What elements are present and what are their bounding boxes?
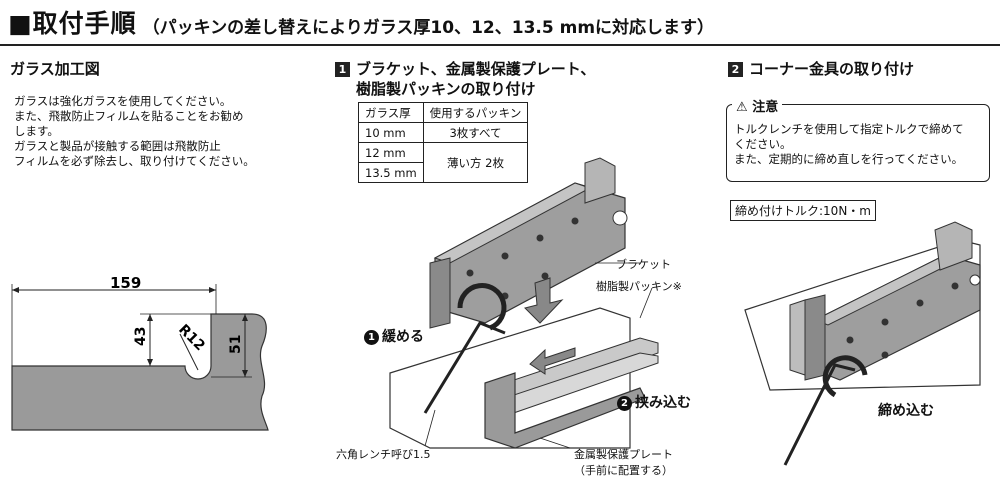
glass-processing-diagram: 159 43 R12 51 xyxy=(11,274,269,431)
packing-table: ガラス厚 使用するパッキン 10 mm 3枚すべて 12 mm 薄い方 2枚 1… xyxy=(358,102,529,183)
table-cell: 薄い方 2枚 xyxy=(422,142,529,183)
height1-dimension-label: 43 xyxy=(133,327,149,346)
loosen-step-number: 1 xyxy=(364,330,379,345)
step1-number: 1 xyxy=(335,62,350,77)
hex-wrench xyxy=(423,321,506,414)
insert-arrow xyxy=(529,347,576,375)
height2-dimension-label: 51 xyxy=(228,335,244,354)
insert-step-number: 2 xyxy=(617,396,632,411)
down-arrow xyxy=(524,277,564,324)
glass-shape xyxy=(11,313,269,431)
caution-heading: ⚠ 注意 xyxy=(732,96,783,115)
table-row: 12 mm 薄い方 2枚 xyxy=(358,142,529,183)
corner-heading-text: コーナー金具の取り付け xyxy=(749,60,915,78)
table-header-row: ガラス厚 使用するパッキン xyxy=(358,102,529,123)
packing-label: 樹脂製パッキン※ xyxy=(596,280,682,293)
table-cell: 12 mm xyxy=(358,142,424,163)
bracket-assembly-illustration xyxy=(389,157,659,449)
step2-number: 2 xyxy=(728,62,743,77)
bracket-bolts xyxy=(466,217,579,300)
bracket-section-heading: 1 ブラケット、金属製保護プレート、 xyxy=(335,58,595,79)
table-cell: 13.5 mm xyxy=(358,162,424,183)
hex-wrench xyxy=(783,363,856,466)
warning-icon: ⚠ xyxy=(736,100,748,115)
bracket-bolts xyxy=(846,282,959,359)
insert-step-label: 挟み込む xyxy=(635,395,691,411)
caution-text: トルクレンチを使用して指定トルクで締めて ください。 また、定期的に締め直しを行… xyxy=(734,122,964,166)
caution-title: 注意 xyxy=(752,100,779,115)
title-main: ■取付手順 xyxy=(8,9,137,38)
title-subtitle: （パッキンの差し替えによりガラス厚10、12、13.5 mmに対応します） xyxy=(142,18,715,38)
loosen-arrow xyxy=(457,283,507,331)
plate-note: （手前に配置する） xyxy=(574,464,673,477)
table-cell: 10 mm xyxy=(358,122,424,143)
tighten-step-label: 締め込む xyxy=(878,403,934,419)
glass-section-heading: ガラス加工図 xyxy=(10,60,100,78)
corner-section-heading: 2 コーナー金具の取り付け xyxy=(728,58,914,79)
bracket-label: ブラケット xyxy=(616,258,671,271)
plate-label: 金属製保護プレート xyxy=(574,448,673,461)
metal-protection-plate xyxy=(484,372,646,449)
width-dimension-label: 159 xyxy=(110,274,141,292)
caution-box xyxy=(726,104,990,182)
table-header: 使用するパッキン xyxy=(422,102,529,123)
tighten-arrow xyxy=(822,355,868,398)
hex-wrench-label: 六角レンチ呼び1.5 xyxy=(336,448,431,461)
bracket-hole xyxy=(612,210,628,226)
bracket-heading-line2: 樹脂製パッキンの取り付け xyxy=(356,80,536,98)
glass-instructions: ガラスは強化ガラスを使用してください。 また、飛散防止フィルムを貼ることをお勧め… xyxy=(14,94,255,168)
title-rule xyxy=(0,44,1000,46)
table-row: 13.5 mm xyxy=(358,162,528,183)
loosen-step-label: 緩める xyxy=(382,329,424,345)
table-header: ガラス厚 xyxy=(358,102,424,123)
bracket-hole xyxy=(969,274,981,286)
page-title: ■取付手順 （パッキンの差し替えによりガラス厚10、12、13.5 mmに対応し… xyxy=(8,6,714,40)
table-cell: 3枚すべて xyxy=(422,122,529,143)
corner-fitting-illustration xyxy=(744,221,981,466)
bracket-heading-line1: ブラケット、金属製保護プレート、 xyxy=(356,60,596,78)
torque-spec: 締め付けトルク:10N・m xyxy=(730,200,876,221)
radius-dimension-label: R12 xyxy=(175,322,208,355)
table-row: 10 mm 3枚すべて xyxy=(358,122,529,143)
